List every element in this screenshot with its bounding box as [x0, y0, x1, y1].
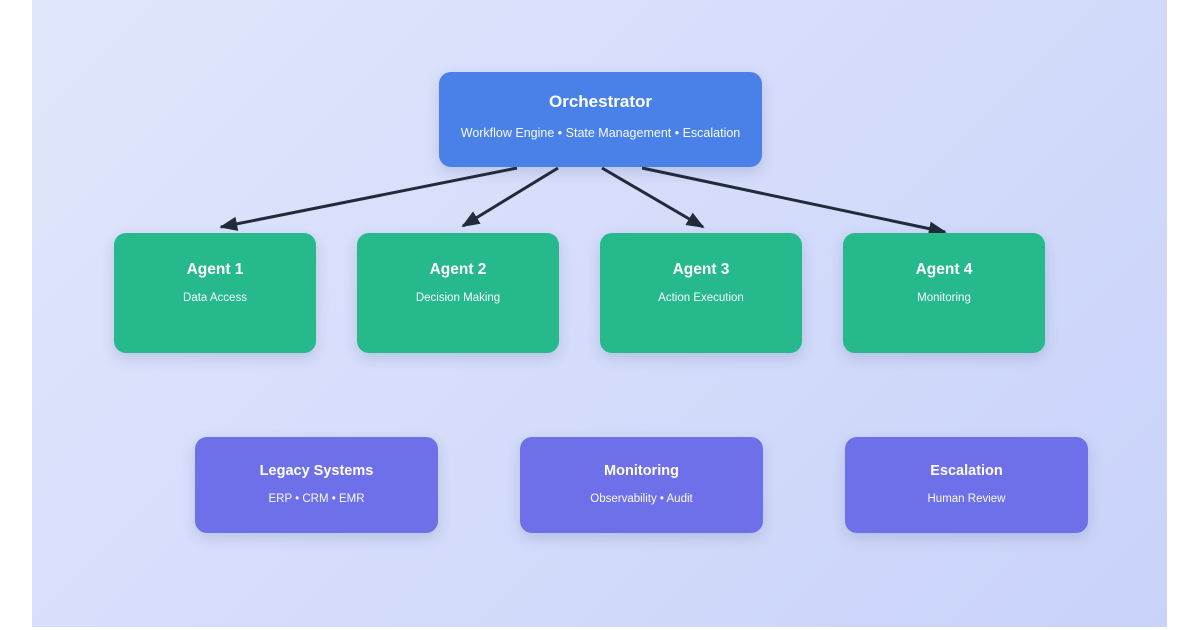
agent-4-subtitle: Monitoring	[917, 292, 971, 305]
system-monitoring-title: Monitoring	[604, 463, 679, 479]
orchestrator-title: Orchestrator	[549, 92, 652, 111]
system-legacy-subtitle: ERP • CRM • EMR	[268, 493, 365, 506]
arrow-orchestrator-to-agent2	[461, 166, 559, 228]
agent-1-subtitle: Data Access	[183, 292, 247, 305]
agent-2-node: Agent 2 Decision Making	[357, 233, 559, 353]
orchestrator-subtitle: Workflow Engine • State Management • Esc…	[460, 126, 741, 141]
system-monitoring-node: Monitoring Observability • Audit	[520, 437, 763, 533]
system-legacy-title: Legacy Systems	[259, 463, 374, 479]
orchestrator-node: Orchestrator Workflow Engine • State Man…	[439, 72, 762, 167]
agent-3-subtitle: Action Execution	[658, 292, 744, 305]
agent-4-node: Agent 4 Monitoring	[843, 233, 1045, 353]
agent-3-title: Agent 3	[672, 261, 730, 278]
system-escalation-title: Escalation	[930, 463, 1003, 479]
agent-4-title: Agent 4	[915, 261, 973, 278]
system-escalation-node: Escalation Human Review	[845, 437, 1088, 533]
arrow-orchestrator-to-agent4	[641, 166, 947, 236]
agent-2-title: Agent 2	[429, 261, 487, 278]
agent-3-node: Agent 3 Action Execution	[600, 233, 802, 353]
agent-1-title: Agent 1	[186, 261, 244, 278]
agent-1-node: Agent 1 Data Access	[114, 233, 316, 353]
system-legacy-node: Legacy Systems ERP • CRM • EMR	[195, 437, 438, 533]
system-escalation-subtitle: Human Review	[927, 493, 1006, 506]
system-monitoring-subtitle: Observability • Audit	[590, 493, 693, 506]
agent-2-subtitle: Decision Making	[415, 292, 501, 305]
arrow-orchestrator-to-agent1	[219, 166, 518, 231]
arrow-orchestrator-to-agent3	[601, 166, 705, 229]
